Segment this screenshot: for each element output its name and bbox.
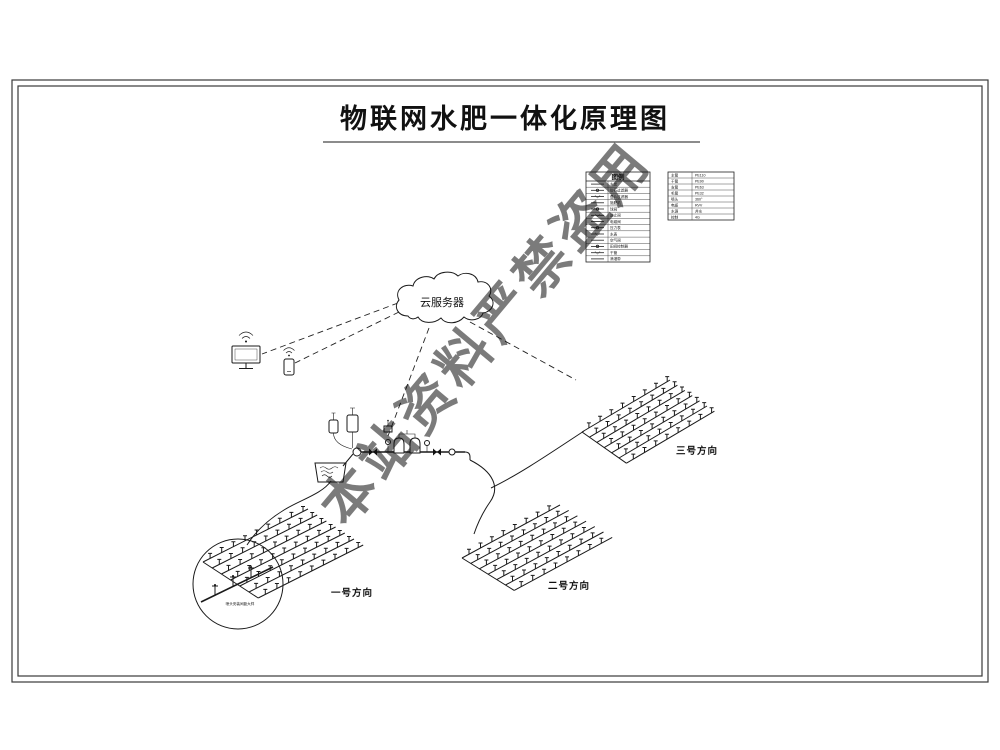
legend-row-label: 电磁阀 xyxy=(610,219,621,224)
spec-row-key: 控制 xyxy=(671,214,679,219)
field-laterals xyxy=(202,508,364,599)
pressure-gauge-icon-2 xyxy=(424,440,430,452)
legend-table: 图例 水泵砂石过滤器叠片过滤器施肥机球阀逆止阀电磁阀压力表水表空气阀田间控制器干… xyxy=(585,171,651,263)
fertilizer-tank-b xyxy=(346,407,359,448)
legend-row-label: 水泵 xyxy=(610,181,618,186)
irrigation-field-1 xyxy=(202,506,364,599)
spec-table: 主管 PE110 干管 PE90 支管 PE63 毛管 PE32 喷头 360° 电缆 RVV 水源 井水… xyxy=(667,171,735,221)
valve-icon-2 xyxy=(433,448,441,456)
spec-row-value: 360° xyxy=(695,197,703,201)
spec-row-key: 电缆 xyxy=(671,202,679,207)
spec-row-value: PE110 xyxy=(695,173,706,177)
spec-row-key: 主管 xyxy=(671,172,679,177)
spec-row-key: 干管 xyxy=(671,178,679,183)
spec-row-value: RVV xyxy=(695,203,703,207)
field-2-label: 二号方向 xyxy=(548,580,590,592)
legend-title: 图例 xyxy=(612,172,626,181)
field-3-label: 三号方向 xyxy=(676,445,718,457)
detail-callout: 喷头安装间距大样 xyxy=(192,538,284,630)
spec-row-value: 4G xyxy=(695,215,700,219)
spec-row-value: PE32 xyxy=(695,191,704,195)
fertilizer-tank-a xyxy=(328,412,353,450)
client-devices xyxy=(231,331,295,376)
suction-pipe xyxy=(342,453,354,467)
field-controller-icon xyxy=(383,419,393,433)
supply-pipelines xyxy=(246,430,585,546)
wireless-links xyxy=(261,302,577,437)
spec-row-key: 喷头 xyxy=(671,196,679,201)
spec-rows: 主管 PE110 干管 PE90 支管 PE63 毛管 PE32 喷头 360° 电缆 RVV 水源 井水… xyxy=(668,172,734,219)
border-frame xyxy=(11,79,989,683)
phone-wifi-icon xyxy=(283,347,295,357)
legend-rows: 水泵砂石过滤器叠片过滤器施肥机球阀逆止阀电磁阀压力表水表空气阀田间控制器干管滴灌… xyxy=(586,181,650,261)
spec-row-key: 支管 xyxy=(671,184,679,189)
outlet-elbow xyxy=(464,451,471,460)
irrigation-field-2 xyxy=(461,504,613,591)
callout-caption: 喷头安装间距大样 xyxy=(226,601,255,606)
sprinkler-risers xyxy=(467,505,604,587)
field-laterals xyxy=(581,379,715,464)
legend-row-label: 压力表 xyxy=(610,225,621,230)
water-meter-icon xyxy=(448,448,456,456)
sand-filters xyxy=(393,430,421,454)
legend-row-label: 滴灌带 xyxy=(610,256,621,261)
monitor-icon xyxy=(231,345,261,369)
legend-row-label: 逆止阀 xyxy=(610,213,621,218)
legend-row-label: 叠片过滤器 xyxy=(610,194,628,199)
legend-row-label: 空气阀 xyxy=(610,238,621,243)
cloud-icon xyxy=(395,271,494,324)
legend-row-label: 水表 xyxy=(610,231,618,236)
pressure-gauge-icon xyxy=(385,439,391,452)
legend-row-label: 干管 xyxy=(610,250,618,255)
irrigation-field-3 xyxy=(581,376,715,464)
callout-circle xyxy=(192,538,284,630)
legend-row-label: 砂石过滤器 xyxy=(610,188,628,193)
sprinkler-risers xyxy=(586,376,714,460)
water-pool xyxy=(314,462,347,483)
spec-row-value: 井水 xyxy=(695,208,703,213)
monitor-wifi-icon xyxy=(238,331,254,343)
field-laterals xyxy=(461,504,613,591)
field-1-label: 一号方向 xyxy=(331,587,373,599)
legend-row-label: 施肥机 xyxy=(610,200,621,205)
spec-row-value: PE63 xyxy=(695,185,704,189)
cloud-label: 云服务器 xyxy=(420,296,464,309)
legend-row-label: 球阀 xyxy=(610,206,618,211)
fertigation-station xyxy=(314,407,471,483)
cloud-server: 云服务器 xyxy=(395,271,494,324)
page-title: 物联网水肥一体化原理图 xyxy=(340,104,670,134)
spec-row-key: 毛管 xyxy=(671,190,679,195)
legend-row-label: 田间控制器 xyxy=(610,244,628,249)
watermark-text: 本站资料严禁盗用 xyxy=(309,130,664,536)
valve-icon xyxy=(369,448,377,456)
water-waves xyxy=(319,466,339,478)
spec-row-value: PE90 xyxy=(695,179,704,183)
phone-icon xyxy=(283,358,295,376)
spec-row-key: 水源 xyxy=(671,208,679,213)
